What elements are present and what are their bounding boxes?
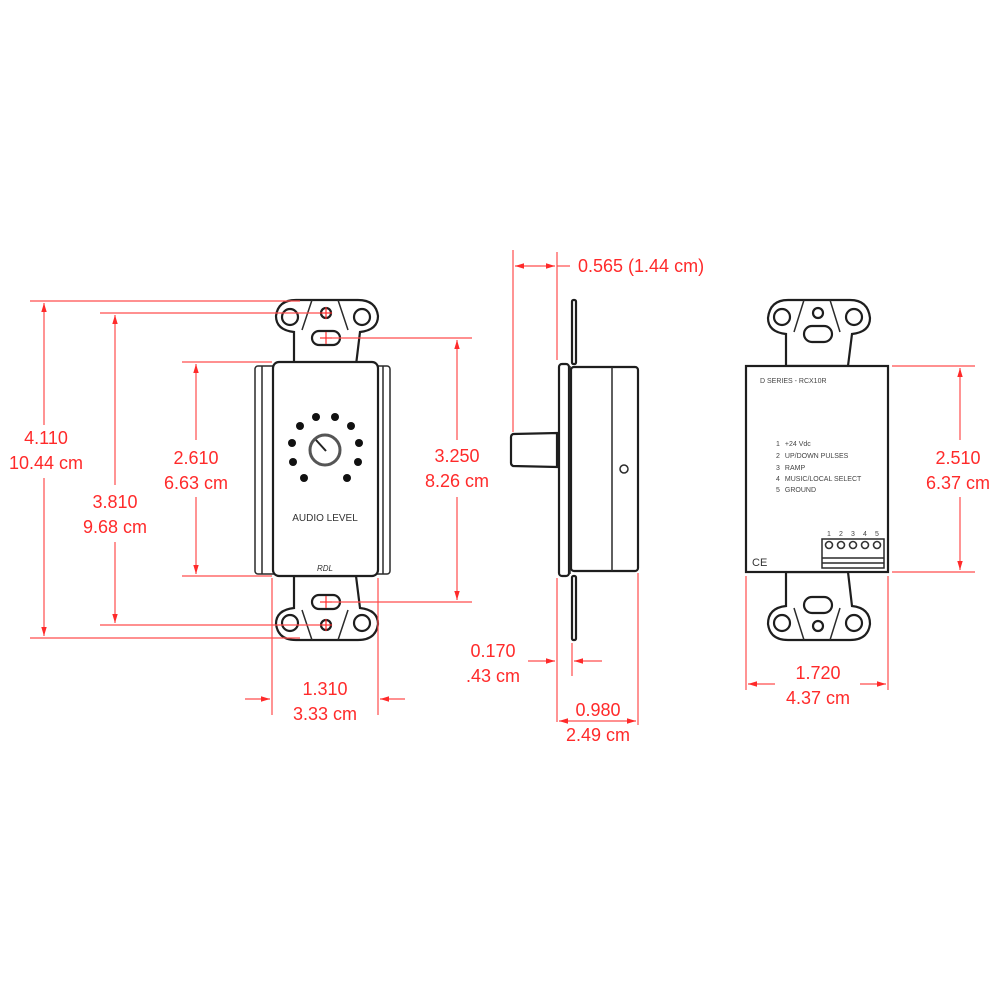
plate-width-in: 1.310 — [302, 679, 347, 699]
bottom-ear-profile — [570, 574, 578, 642]
svg-text:5: 5 — [875, 531, 879, 538]
rear-bottom-slot — [802, 595, 834, 615]
side-dimensions: 0.565 (1.44 cm) 0.170 .43 cm 0.980 2.49 … — [466, 250, 704, 745]
rear-dimensions: 2.510 6.37 cm 1.720 4.37 cm — [745, 365, 990, 708]
knob-indicator — [315, 439, 327, 452]
box-height-in: 2.510 — [935, 448, 980, 468]
ce-mark: CE — [752, 557, 767, 569]
knob-profile — [509, 431, 559, 469]
flange-offset-cm: .43 cm — [466, 666, 520, 686]
slot-spacing-cm: 8.26 cm — [425, 471, 489, 491]
plate-label: AUDIO LEVEL — [292, 513, 358, 524]
svg-text:1: 1 — [827, 531, 831, 538]
brand-logo: RDL — [317, 564, 333, 573]
svg-text:4: 4 — [863, 531, 867, 538]
rear-top-center-hole — [811, 306, 825, 320]
side-hole — [619, 464, 629, 474]
rear-top-right-hole — [844, 307, 864, 327]
front-view: AUDIO LEVEL RDL — [254, 298, 391, 642]
plate-width-cm: 3.33 cm — [293, 704, 357, 724]
plate-profile — [557, 362, 571, 578]
box-width-cm: 4.37 cm — [786, 688, 850, 708]
side-view — [509, 298, 640, 642]
rear-bottom-right-hole — [844, 613, 864, 633]
face-plate — [271, 360, 380, 578]
svg-text:1+24 Vdc: 1+24 Vdc — [776, 441, 811, 448]
box-depth-cm: 2.49 cm — [566, 725, 630, 745]
rear-bottom-left-hole — [772, 613, 792, 633]
slot-spacing-in: 3.250 — [434, 446, 479, 466]
terminal-block: 1 2 3 4 5 — [821, 531, 885, 569]
hole-spacing-cm: 9.68 cm — [83, 517, 147, 537]
box-height-cm: 6.37 cm — [926, 473, 990, 493]
front-dimensions: 4.110 10.44 cm 3.810 9.68 cm 2.610 6.63 … — [9, 300, 489, 724]
top-right-screw-hole — [352, 307, 372, 327]
overall-height-cm: 10.44 cm — [9, 453, 83, 473]
svg-text:3: 3 — [851, 531, 855, 538]
model-label: D SERIES - RCX10R — [760, 378, 827, 385]
box-width-in: 1.720 — [795, 663, 840, 683]
rear-top-left-hole — [772, 307, 792, 327]
rear-top-slot — [802, 324, 834, 344]
level-led-dots — [288, 413, 363, 482]
rear-box — [744, 364, 890, 574]
box-depth-in: 0.980 — [575, 700, 620, 720]
overall-height-in: 4.110 — [24, 428, 68, 448]
plate-height-in: 2.610 — [173, 448, 218, 468]
knob-depth-label: 0.565 (1.44 cm) — [578, 256, 704, 276]
back-box-profile — [569, 365, 640, 573]
plate-height-cm: 6.63 cm — [164, 473, 228, 493]
bottom-left-screw-hole — [280, 613, 300, 633]
svg-text:2: 2 — [839, 531, 843, 538]
svg-text:2UP/DOWN PULSES: 2UP/DOWN PULSES — [776, 453, 849, 460]
flange-offset-in: 0.170 — [470, 641, 515, 661]
hole-spacing-in: 3.810 — [92, 492, 137, 512]
rear-bottom-center-hole — [811, 619, 825, 633]
bottom-right-screw-hole — [352, 613, 372, 633]
top-ear-profile — [570, 298, 578, 366]
top-left-screw-hole — [280, 307, 300, 327]
